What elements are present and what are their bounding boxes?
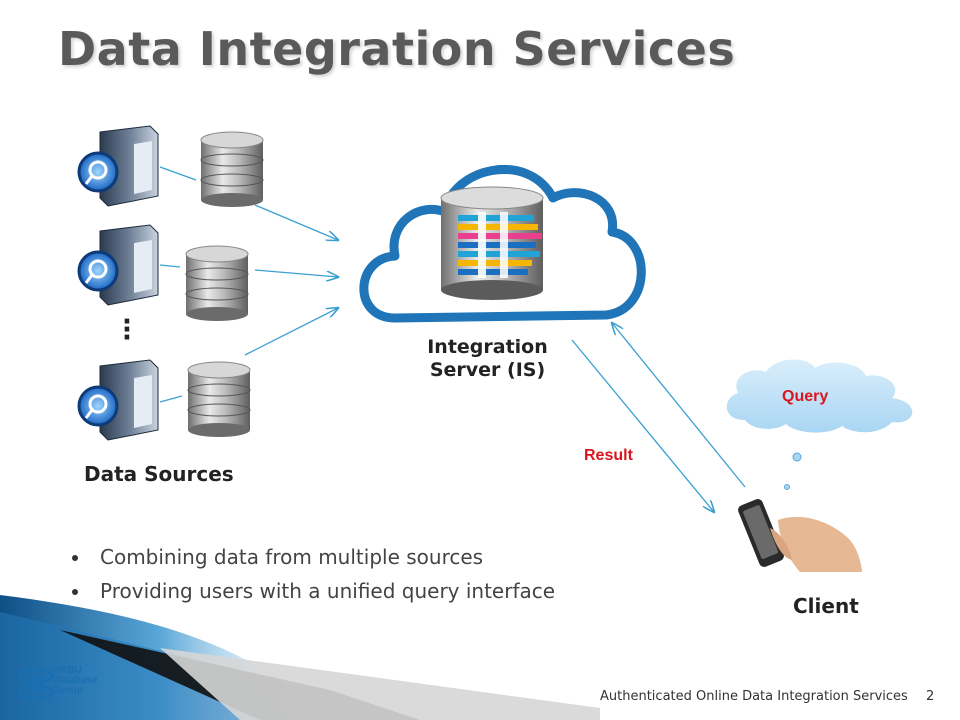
logo-line: Database bbox=[53, 675, 98, 686]
footer-text: Authenticated Online Data Integration Se… bbox=[600, 689, 908, 704]
slide-title: Data Integration Services bbox=[58, 22, 736, 76]
phone-hand-icon bbox=[738, 499, 862, 572]
result-label: Result bbox=[584, 447, 633, 464]
database-icon bbox=[187, 361, 251, 437]
cloud-icon bbox=[359, 165, 646, 323]
database-icon bbox=[200, 131, 264, 207]
bullet-item: Providing users with a unified query int… bbox=[70, 574, 555, 608]
data-sources-label: Data Sources bbox=[84, 462, 234, 486]
integration-server-label-line2: Server (IS) bbox=[429, 358, 546, 381]
query-label: Query bbox=[782, 388, 829, 405]
footer-band bbox=[0, 595, 600, 720]
server-icon bbox=[77, 125, 159, 207]
server-icon bbox=[77, 359, 159, 441]
source-arrows bbox=[244, 204, 338, 356]
client-label: Client bbox=[793, 594, 859, 618]
server-icon bbox=[77, 224, 159, 306]
ellipsis-dots: ··· bbox=[122, 307, 132, 353]
database-icon bbox=[185, 245, 249, 321]
integration-server-label: Integration Server (IS) bbox=[400, 336, 575, 382]
bullet-item: Combining data from multiple sources bbox=[70, 540, 555, 574]
logo-line: Group bbox=[53, 685, 83, 696]
integration-server-label-line1: Integration bbox=[427, 336, 548, 358]
client-arrows bbox=[571, 323, 746, 512]
logo-text: HKBU Database Group bbox=[53, 666, 97, 696]
logo-icon bbox=[18, 668, 54, 700]
server-db-links bbox=[159, 166, 197, 403]
logo-line: HKBU bbox=[53, 665, 82, 676]
bullet-list: Combining data from multiple sources Pro… bbox=[70, 540, 555, 608]
page-number: 2 bbox=[926, 689, 935, 704]
thought-cloud-icon bbox=[726, 359, 913, 490]
